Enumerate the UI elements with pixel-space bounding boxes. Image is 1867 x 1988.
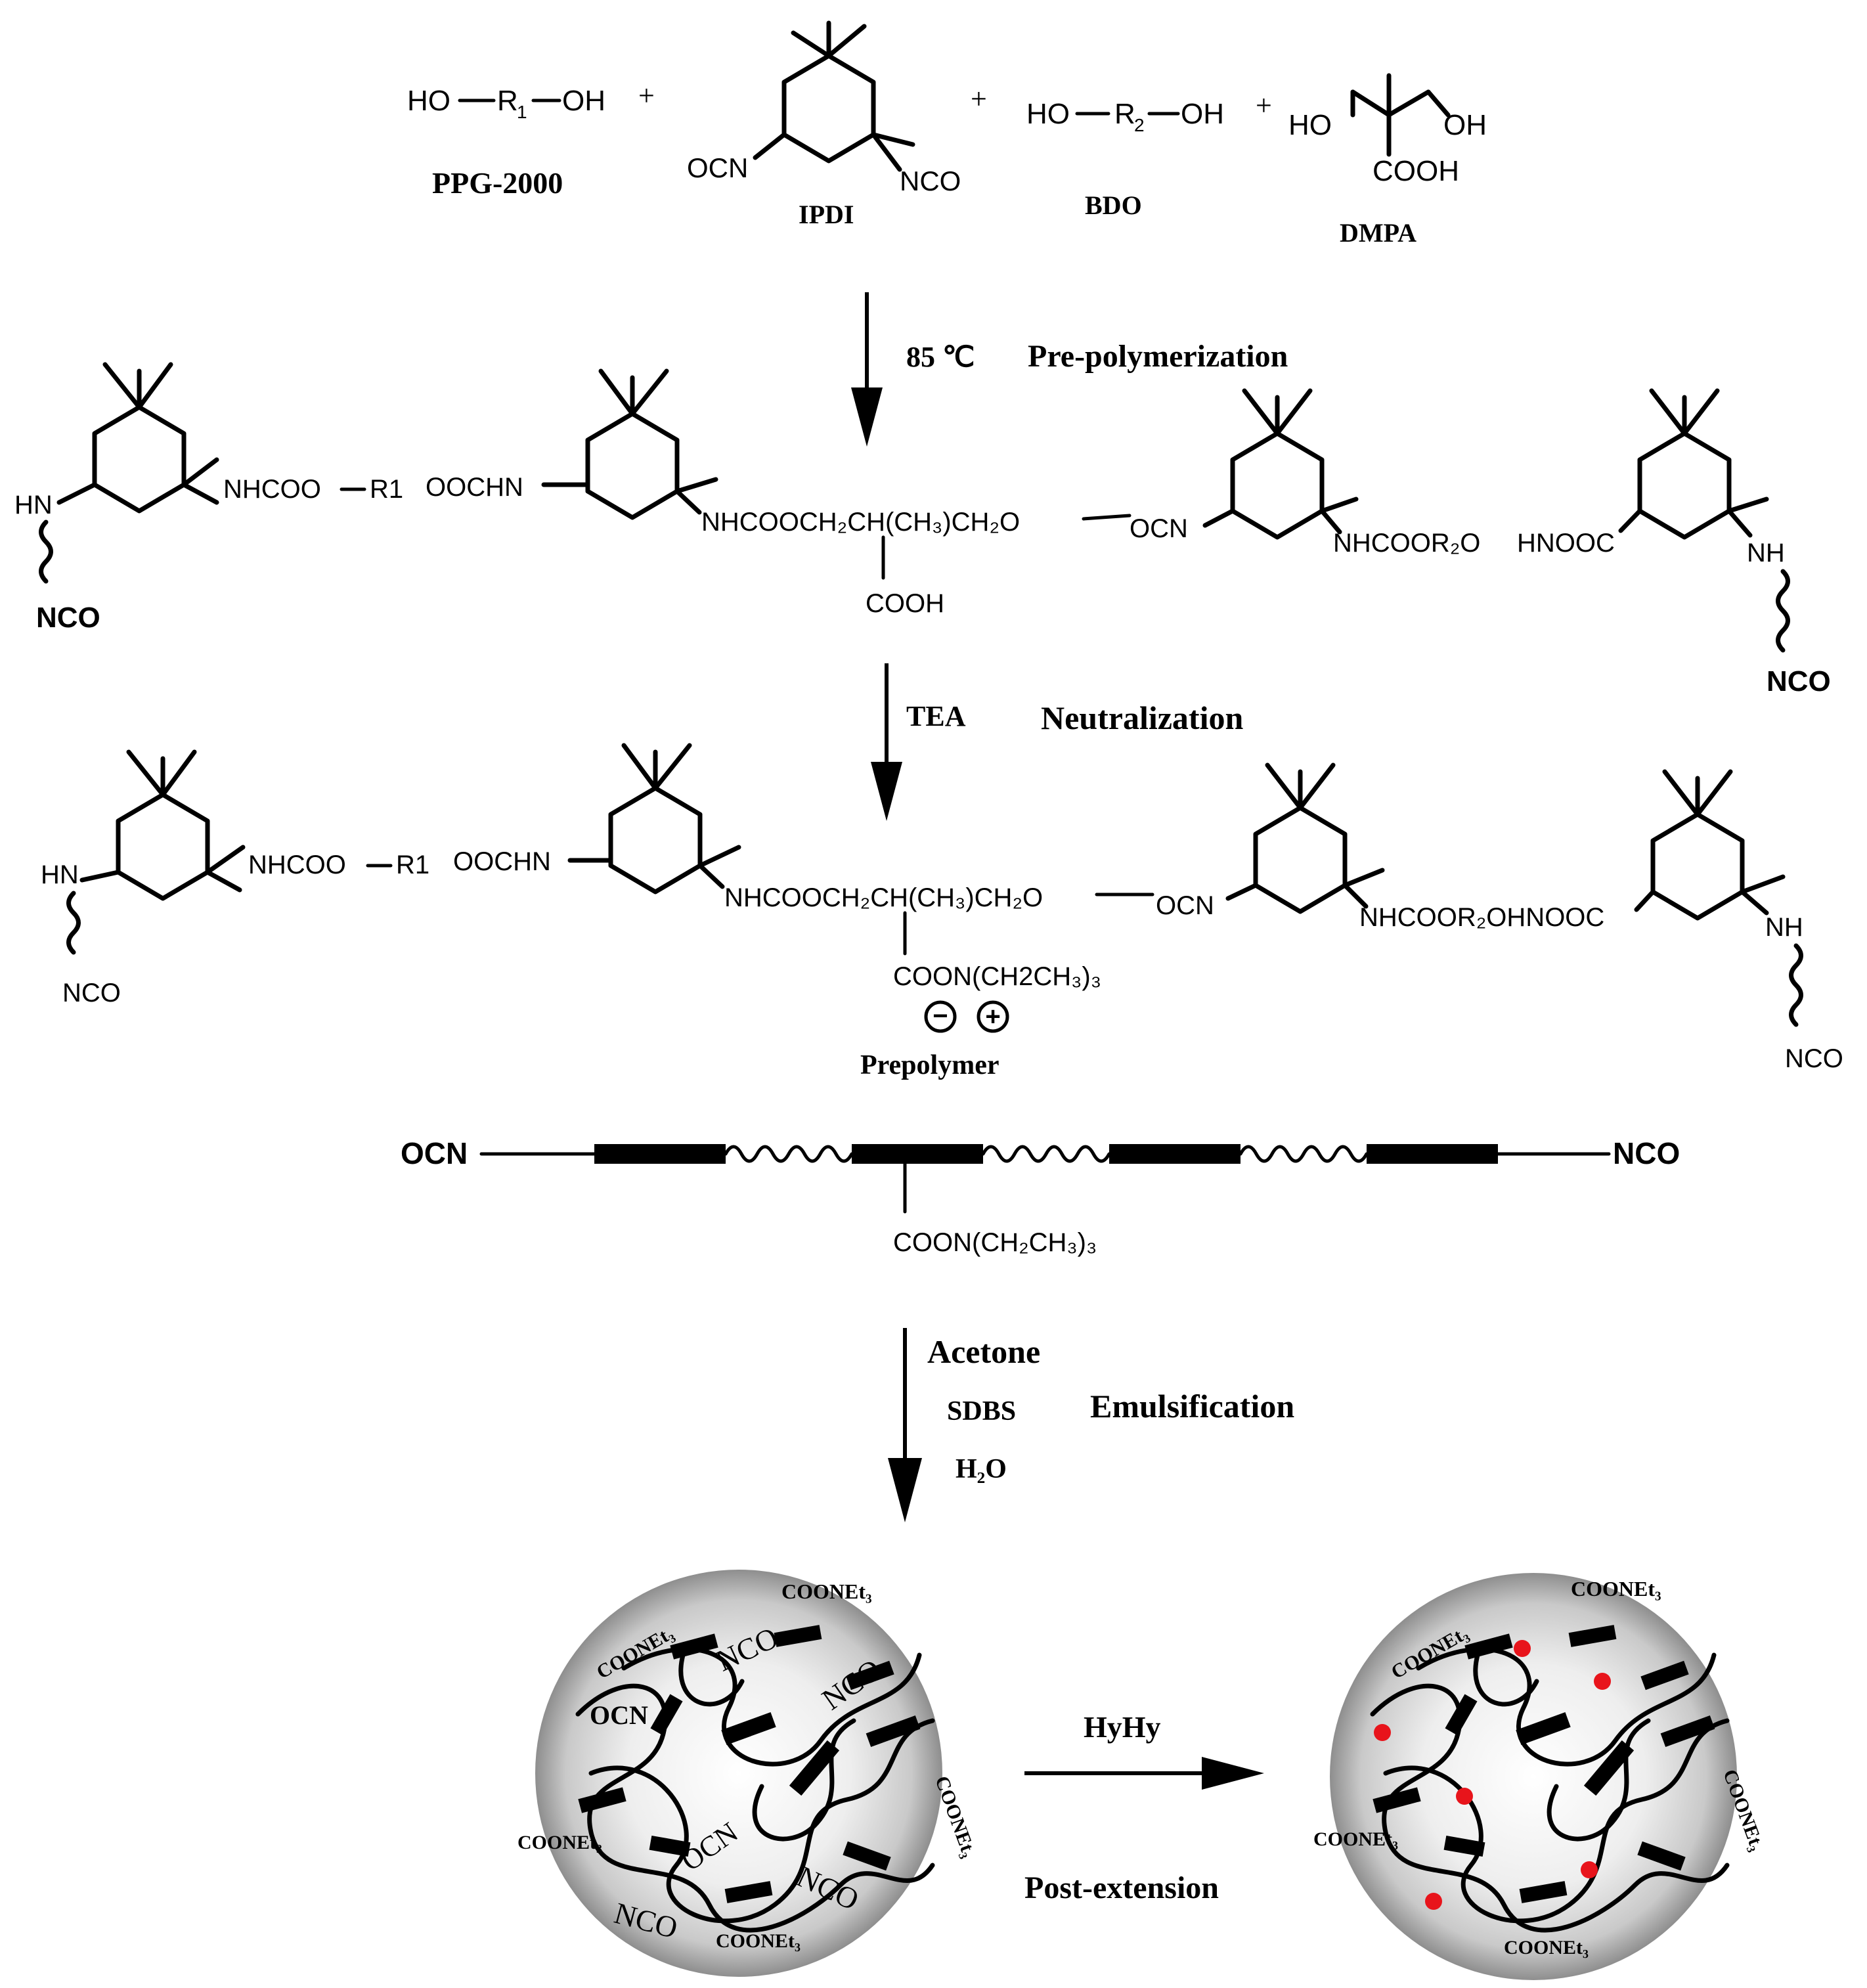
s1-link3: NHCOOR₂O <box>1333 529 1480 558</box>
s2-nco-right: NCO <box>1785 1044 1843 1073</box>
step2-arrow <box>871 663 902 821</box>
svg-text:−: − <box>933 1002 948 1030</box>
emulsion-particle-right: COONEt₃ COONEt₃ COONEt₃ COONEt₃ COONEt₃ <box>1313 1573 1768 1980</box>
step3-reagent-2: SDBS <box>947 1396 1016 1426</box>
schematic-chain: OCN NCO COON(CH₂CH₃)₃ <box>401 1136 1680 1257</box>
step3-arrow <box>888 1328 922 1522</box>
s2-r1: R1 <box>396 850 429 879</box>
step1-condition: 85 ℃ <box>906 341 975 373</box>
crosslink-dot <box>1594 1673 1611 1690</box>
s1-ocn: OCN <box>1130 514 1188 543</box>
s2-hn: HN <box>41 860 79 889</box>
step4-reagent: HyHy <box>1084 1710 1161 1744</box>
plus-sign-3: + <box>1256 89 1272 121</box>
s2-link2: OOCHN <box>453 847 551 876</box>
bdo-oh: OH <box>1181 98 1224 130</box>
ppg-name: PPG-2000 <box>432 166 563 200</box>
step1-label: Pre-polymerization <box>1028 339 1288 374</box>
step3-label: Emulsification <box>1090 1388 1294 1425</box>
emulsion-particle-left: COONEt₃ COONEt₃ NCO NCO OCN COONEt₃ OCN … <box>517 1570 980 1977</box>
plus-sign-1: + <box>638 79 655 112</box>
crosslink-dot <box>1456 1788 1473 1805</box>
structure-prepolymer-salt: HN NCO NHCOO R1 OOCHN NHCOOCH₂CH(CH₃)CH₂… <box>41 743 1843 1080</box>
chain-nco: NCO <box>1613 1136 1680 1170</box>
bdo-r-sub: 2 <box>1134 115 1145 135</box>
anion-charge-icon: − <box>924 1000 957 1033</box>
dmpa-ho: HO <box>1288 109 1332 141</box>
s2-ocn: OCN <box>1156 891 1214 920</box>
s2-center: NHCOOCH₂CH(CH₃)CH₂O <box>724 883 1043 912</box>
dmpa-oh: OH <box>1443 109 1487 141</box>
step1-arrow <box>851 292 883 447</box>
s2-link1: NHCOO <box>248 850 346 879</box>
plus-sign-2: + <box>971 83 987 115</box>
pr-label-4: COONEt₃ <box>1504 1937 1589 1958</box>
chain-pendant: COON(CH₂CH₃)₃ <box>893 1228 1097 1257</box>
ppg-ho: HO <box>407 85 450 117</box>
s2-salt: COON(CH2CH₃)₃ <box>893 962 1101 991</box>
ppg-r-sub: 1 <box>517 102 527 122</box>
bdo-name: BDO <box>1085 190 1142 220</box>
pl-label-1: COONEt₃ <box>781 1579 872 1603</box>
s1-center: NHCOOCH₂CH(CH₃)CH₂O <box>701 508 1020 537</box>
s2-link3: NHCOOR₂OHNOOC <box>1359 903 1604 932</box>
chain-ocn: OCN <box>401 1136 468 1170</box>
step2-label: Neutralization <box>1041 699 1243 736</box>
pl-label-7: COONEt₃ <box>517 1832 602 1853</box>
svg-text:+: + <box>985 1002 1000 1031</box>
s1-nh: NH <box>1747 539 1785 567</box>
s1-cooh: COOH <box>866 589 944 618</box>
step4-label: Post-extension <box>1024 1870 1219 1905</box>
reactant-dmpa: HO OH COOH DMPA <box>1288 73 1487 248</box>
s1-nco-right: NCO <box>1767 665 1831 697</box>
ppg-r: R <box>497 85 518 117</box>
dmpa-name: DMPA <box>1340 218 1417 248</box>
crosslink-dot <box>1374 1724 1391 1741</box>
ipdi-name: IPDI <box>799 200 854 229</box>
step4-arrow <box>1024 1757 1264 1790</box>
s1-link4: HNOOC <box>1517 529 1615 558</box>
reactant-ppg: HO R 1 OH PPG-2000 <box>407 85 605 200</box>
pl-label-5: COONEt₃ <box>931 1773 980 1861</box>
pl-label-4: OCN <box>590 1700 648 1730</box>
s2-nh: NH <box>1765 913 1803 942</box>
crosslink-dot <box>1581 1861 1598 1878</box>
reactant-bdo: HO R 2 OH BDO <box>1026 98 1224 220</box>
pr-label-1: COONEt₃ <box>1571 1577 1661 1601</box>
cation-charge-icon: + <box>977 1000 1009 1033</box>
reactant-ipdi: OCN NCO IPDI <box>687 20 961 229</box>
step3-reagent-3: H₂O <box>955 1454 1007 1484</box>
s1-hn: HN <box>14 491 53 519</box>
pr-label-3: COONEt₃ <box>1313 1828 1398 1850</box>
s1-link1: NHCOO <box>223 475 321 504</box>
step2-reagent: TEA <box>906 700 966 732</box>
crosslink-dot <box>1425 1893 1442 1910</box>
dmpa-cooh: COOH <box>1373 155 1459 187</box>
s2-name: Prepolymer <box>860 1050 999 1080</box>
ipdi-nco: NCO <box>900 166 961 196</box>
pl-label-10: COONEt₃ <box>716 1930 801 1952</box>
s1-r1: R1 <box>370 475 403 504</box>
crosslink-dot <box>1514 1640 1531 1657</box>
bdo-ho: HO <box>1026 98 1070 130</box>
s1-nco-left: NCO <box>36 602 100 634</box>
s1-link2: OOCHN <box>426 473 523 502</box>
s2-nco-left: NCO <box>62 979 121 1007</box>
bdo-r: R <box>1114 98 1135 130</box>
ppg-oh: OH <box>562 85 605 117</box>
step3-reagent-1: Acetone <box>927 1333 1040 1370</box>
structure-prepolymer-cooh: HN NCO NHCOO R1 OOCHN NHCOOCH₂CH(CH₃)CH₂… <box>14 362 1831 697</box>
ipdi-ocn: OCN <box>687 152 748 183</box>
